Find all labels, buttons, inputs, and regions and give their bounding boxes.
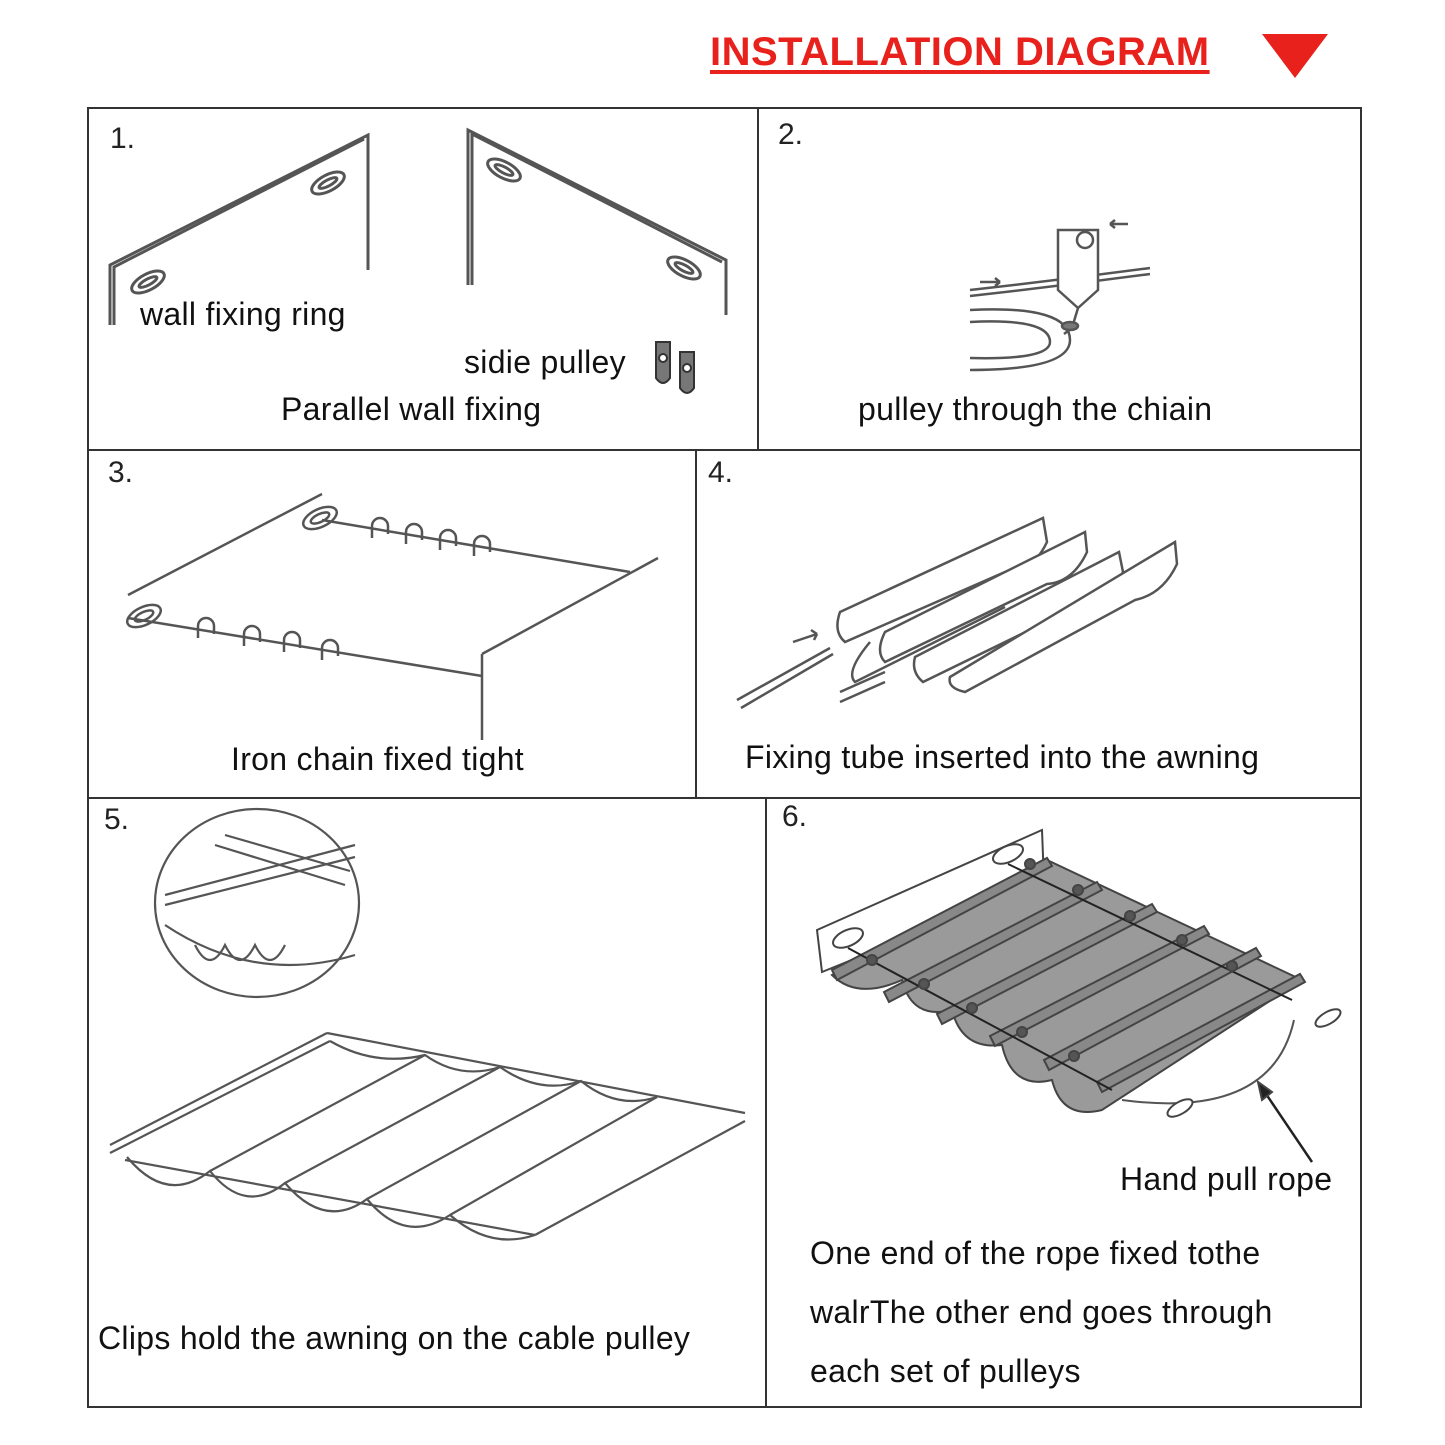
step-number: 4. [708, 456, 734, 489]
step-caption: Parallel wall fixing [281, 391, 542, 427]
step-caption-line: One end of the rope fixed tothe [810, 1235, 1261, 1271]
step-caption-line: walrThe other end goes through [810, 1294, 1273, 1330]
divider [757, 107, 759, 449]
fixing-tube-illustration [735, 512, 1185, 712]
step-number: 5. [104, 803, 130, 836]
step-caption: Clips hold the awning on the cable pulle… [98, 1320, 691, 1356]
step-number: 1. [110, 122, 136, 155]
hand-pull-rope-illustration [812, 820, 1352, 1150]
diagram-frame [87, 107, 1362, 1408]
step-caption: Iron chain fixed tight [231, 741, 524, 777]
step-caption: Fixing tube inserted into the awning [745, 739, 1260, 775]
step-caption: pulley through the chiain [858, 391, 1213, 427]
awning-clips-illustration [105, 805, 755, 1245]
divider [87, 797, 1362, 799]
page-title: INSTALLATION DIAGRAM [710, 30, 1210, 74]
divider [87, 449, 1362, 451]
pulley-chain-illustration [960, 210, 1170, 380]
hand-pull-rope-label: Hand pull rope [1120, 1161, 1333, 1197]
wall-bracket-illustration [100, 120, 740, 420]
step-number: 2. [778, 118, 804, 151]
step-number: 3. [108, 456, 134, 489]
step-number: 6. [782, 800, 808, 833]
side-pulley-label: sidie pulley [464, 344, 626, 380]
down-triangle-icon [1262, 34, 1328, 78]
wall-fixing-ring-label: wall fixing ring [140, 296, 346, 332]
iron-chain-illustration [110, 490, 670, 740]
step-caption-line: each set of pulleys [810, 1353, 1081, 1389]
divider [765, 797, 767, 1408]
divider [695, 449, 697, 797]
